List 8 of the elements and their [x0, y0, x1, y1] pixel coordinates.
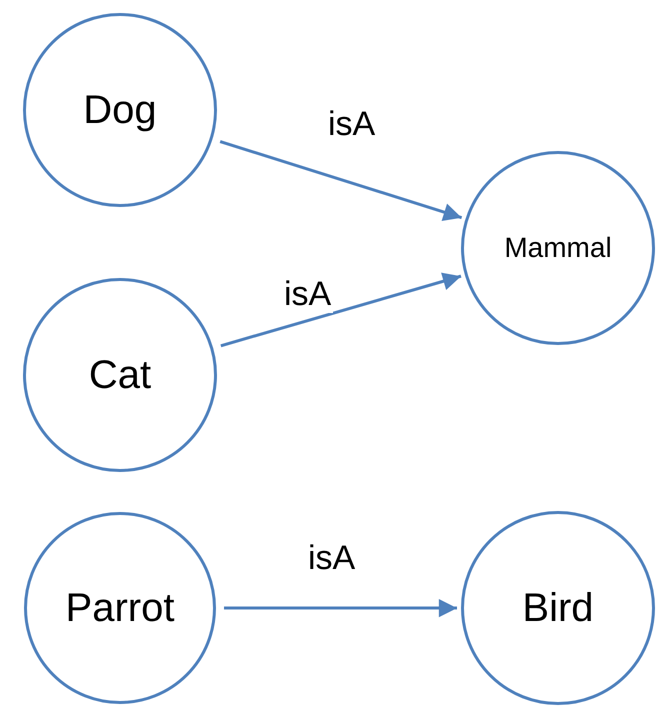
- concept-label: Cat: [88, 352, 152, 398]
- concept-label: Parrot: [66, 586, 174, 630]
- arrow: [220, 272, 462, 348]
- arrow: [220, 140, 462, 222]
- concept-label: Mammal: [504, 232, 612, 264]
- arrow: [224, 599, 458, 618]
- concept-label: Dog: [83, 88, 157, 132]
- concept-label: Bird: [522, 586, 594, 630]
